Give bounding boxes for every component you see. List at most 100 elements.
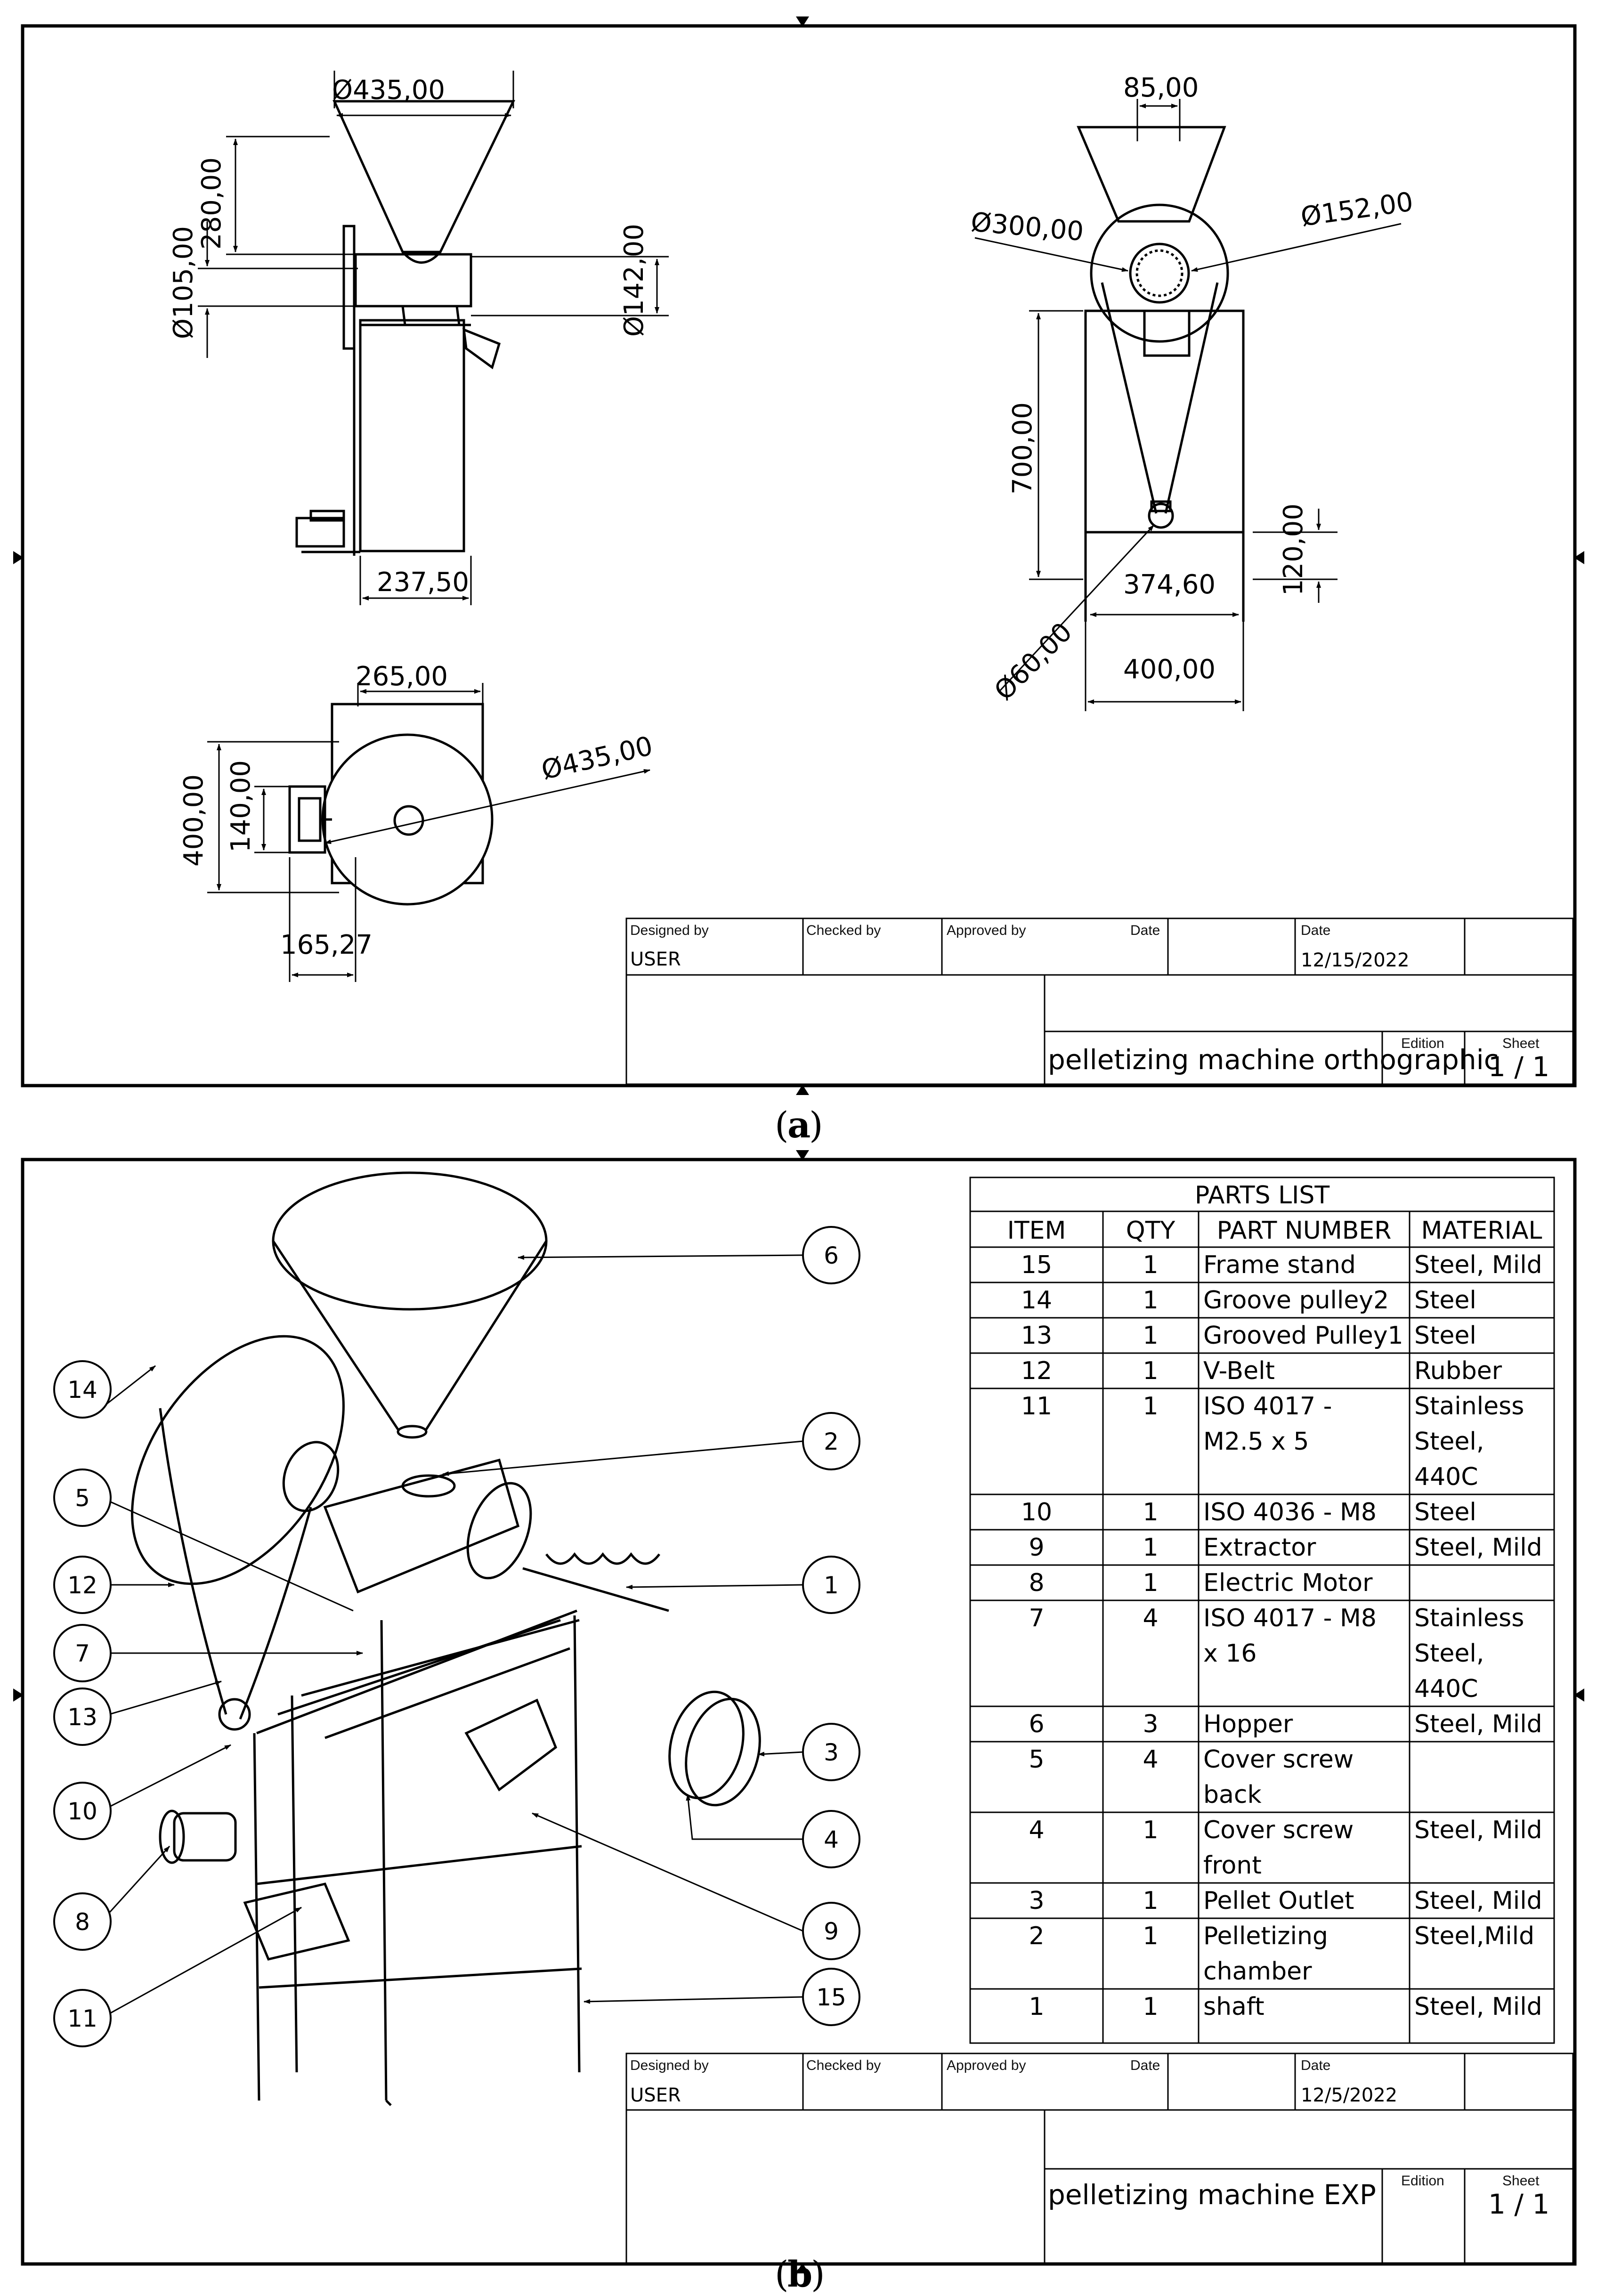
center-mark-right xyxy=(1574,551,1584,564)
balloon: 8 xyxy=(53,1892,112,1951)
extractor-side xyxy=(462,328,501,370)
tb-b-title: pelletizing machine EXP xyxy=(1048,2179,1376,2211)
tb-a-date-label: Date xyxy=(1130,923,1160,938)
motor-iso xyxy=(173,1812,237,1862)
balloon: 6 xyxy=(802,1226,860,1284)
cell-item: 13 xyxy=(1021,1322,1052,1350)
hopper-side xyxy=(332,100,515,253)
cell-part-number: Extractor xyxy=(1203,1533,1316,1562)
cell-qty: 1 xyxy=(1143,1816,1158,1844)
cell-material: Steel xyxy=(1414,1322,1476,1350)
cell-material: Steel, Mild xyxy=(1414,1887,1542,1915)
caption-b-letter: b xyxy=(787,2253,812,2295)
col-header-material: MATERIAL xyxy=(1421,1217,1542,1245)
dim-700: 700,00 xyxy=(1007,402,1038,495)
side-view-dimensions xyxy=(198,71,669,605)
svg-text:2: 2 xyxy=(824,1428,839,1455)
cell-part-number: ISO 4036 - M8 xyxy=(1203,1498,1377,1526)
cell-item: 14 xyxy=(1021,1286,1052,1314)
cell-qty: 3 xyxy=(1143,1710,1158,1738)
dim-d435-top-view: Ø435,00 xyxy=(539,730,656,786)
panel-b-border xyxy=(21,1158,1577,2266)
center-mark-top xyxy=(796,16,809,27)
parts-list-title: PARTS LIST xyxy=(1195,1181,1330,1209)
cell-qty: 1 xyxy=(1143,1251,1158,1279)
hopper-front xyxy=(1077,126,1226,223)
balloon: 10 xyxy=(53,1782,112,1840)
dim-165: 165,27 xyxy=(280,930,373,960)
svg-text:15: 15 xyxy=(816,1984,846,2011)
cell-part-number: chamber xyxy=(1203,1957,1312,1986)
motor-pulley-front xyxy=(1148,503,1174,529)
panel-b: 6 14 2 5 12 1 7 13 3 10 4 8 9 11 15 xyxy=(13,1150,1584,2273)
tb-b-date2-label: Date xyxy=(1301,2058,1330,2073)
parts-list-grid xyxy=(969,1176,1555,2044)
exploded-view xyxy=(131,1171,761,2106)
frame-iso xyxy=(253,1609,582,2101)
caption-b-close: ) xyxy=(811,2253,825,2295)
v-belt-iso xyxy=(159,1408,312,1720)
cell-part-number: Electric Motor xyxy=(1203,1569,1373,1597)
cell-item: 1 xyxy=(1029,1993,1044,2021)
balloon: 12 xyxy=(53,1556,112,1614)
svg-text:11: 11 xyxy=(67,2005,97,2032)
tb-a-sheet-label: Sheet xyxy=(1502,1036,1540,1051)
cell-part-number: Pellet Outlet xyxy=(1203,1887,1354,1915)
cell-item: 10 xyxy=(1021,1498,1052,1526)
cell-material: Rubber xyxy=(1414,1357,1502,1385)
balloon: 7 xyxy=(53,1624,112,1682)
chamber-front xyxy=(1090,203,1229,343)
title-block-a xyxy=(625,917,1574,1085)
dim-120: 120,00 xyxy=(1278,503,1309,596)
dim-85: 85,00 xyxy=(1123,73,1199,103)
center-mark-bottom xyxy=(796,1085,809,1095)
cell-material: Steel, Mild xyxy=(1414,1816,1542,1844)
cell-qty: 4 xyxy=(1143,1604,1158,1632)
motor-base-iso xyxy=(243,1882,350,1961)
tb-b-sheet-label: Sheet xyxy=(1502,2173,1540,2189)
cell-qty: 1 xyxy=(1143,1392,1158,1420)
dim-d152: Ø152,00 xyxy=(1299,187,1415,233)
cell-part-number: shaft xyxy=(1203,1993,1265,2021)
dim-d435-top: Ø435,00 xyxy=(332,75,445,105)
center-mark-left xyxy=(13,551,24,564)
svg-text:5: 5 xyxy=(75,1485,90,1512)
hopper-iso xyxy=(272,1171,548,1311)
outlet-iso xyxy=(685,1697,761,1807)
dim-400-front: 400,00 xyxy=(1123,654,1216,685)
balloon: 2 xyxy=(802,1412,860,1470)
tb-a-designed-by-label: Designed by xyxy=(630,923,709,938)
top-view-dimensions xyxy=(207,683,650,982)
tb-b-date-value: 12/5/2022 xyxy=(1301,2085,1397,2106)
svg-text:13: 13 xyxy=(67,1704,97,1731)
cell-part-number: Groove pulley2 xyxy=(1203,1286,1389,1314)
svg-text:9: 9 xyxy=(824,1918,839,1945)
balloon: 11 xyxy=(53,1989,112,2047)
tb-a-designed-by: USER xyxy=(630,949,681,970)
chamber-side xyxy=(354,253,472,308)
balloon: 5 xyxy=(53,1468,112,1527)
panel-a-border xyxy=(21,24,1577,1087)
top-view xyxy=(288,703,494,906)
cell-item: 3 xyxy=(1029,1887,1044,1915)
v-belt-left xyxy=(1101,282,1158,514)
frame-front xyxy=(1084,309,1245,534)
pulley-small-iso xyxy=(218,1698,251,1731)
cell-item: 7 xyxy=(1029,1604,1044,1632)
v-belt-right xyxy=(1164,282,1219,514)
title-block-b xyxy=(625,2053,1574,2264)
cell-material: Steel xyxy=(1414,1498,1476,1526)
cell-part-number: x 16 xyxy=(1203,1639,1257,1668)
tb-b-designed-by-label: Designed by xyxy=(630,2058,709,2073)
parts-list: PARTS LIST ITEM QTY PART NUMBER MATERIAL… xyxy=(969,1176,1555,2044)
balloon: 9 xyxy=(802,1902,860,1960)
cell-material: Steel, xyxy=(1414,1428,1484,1456)
cell-part-number: Grooved Pulley1 xyxy=(1203,1322,1403,1350)
